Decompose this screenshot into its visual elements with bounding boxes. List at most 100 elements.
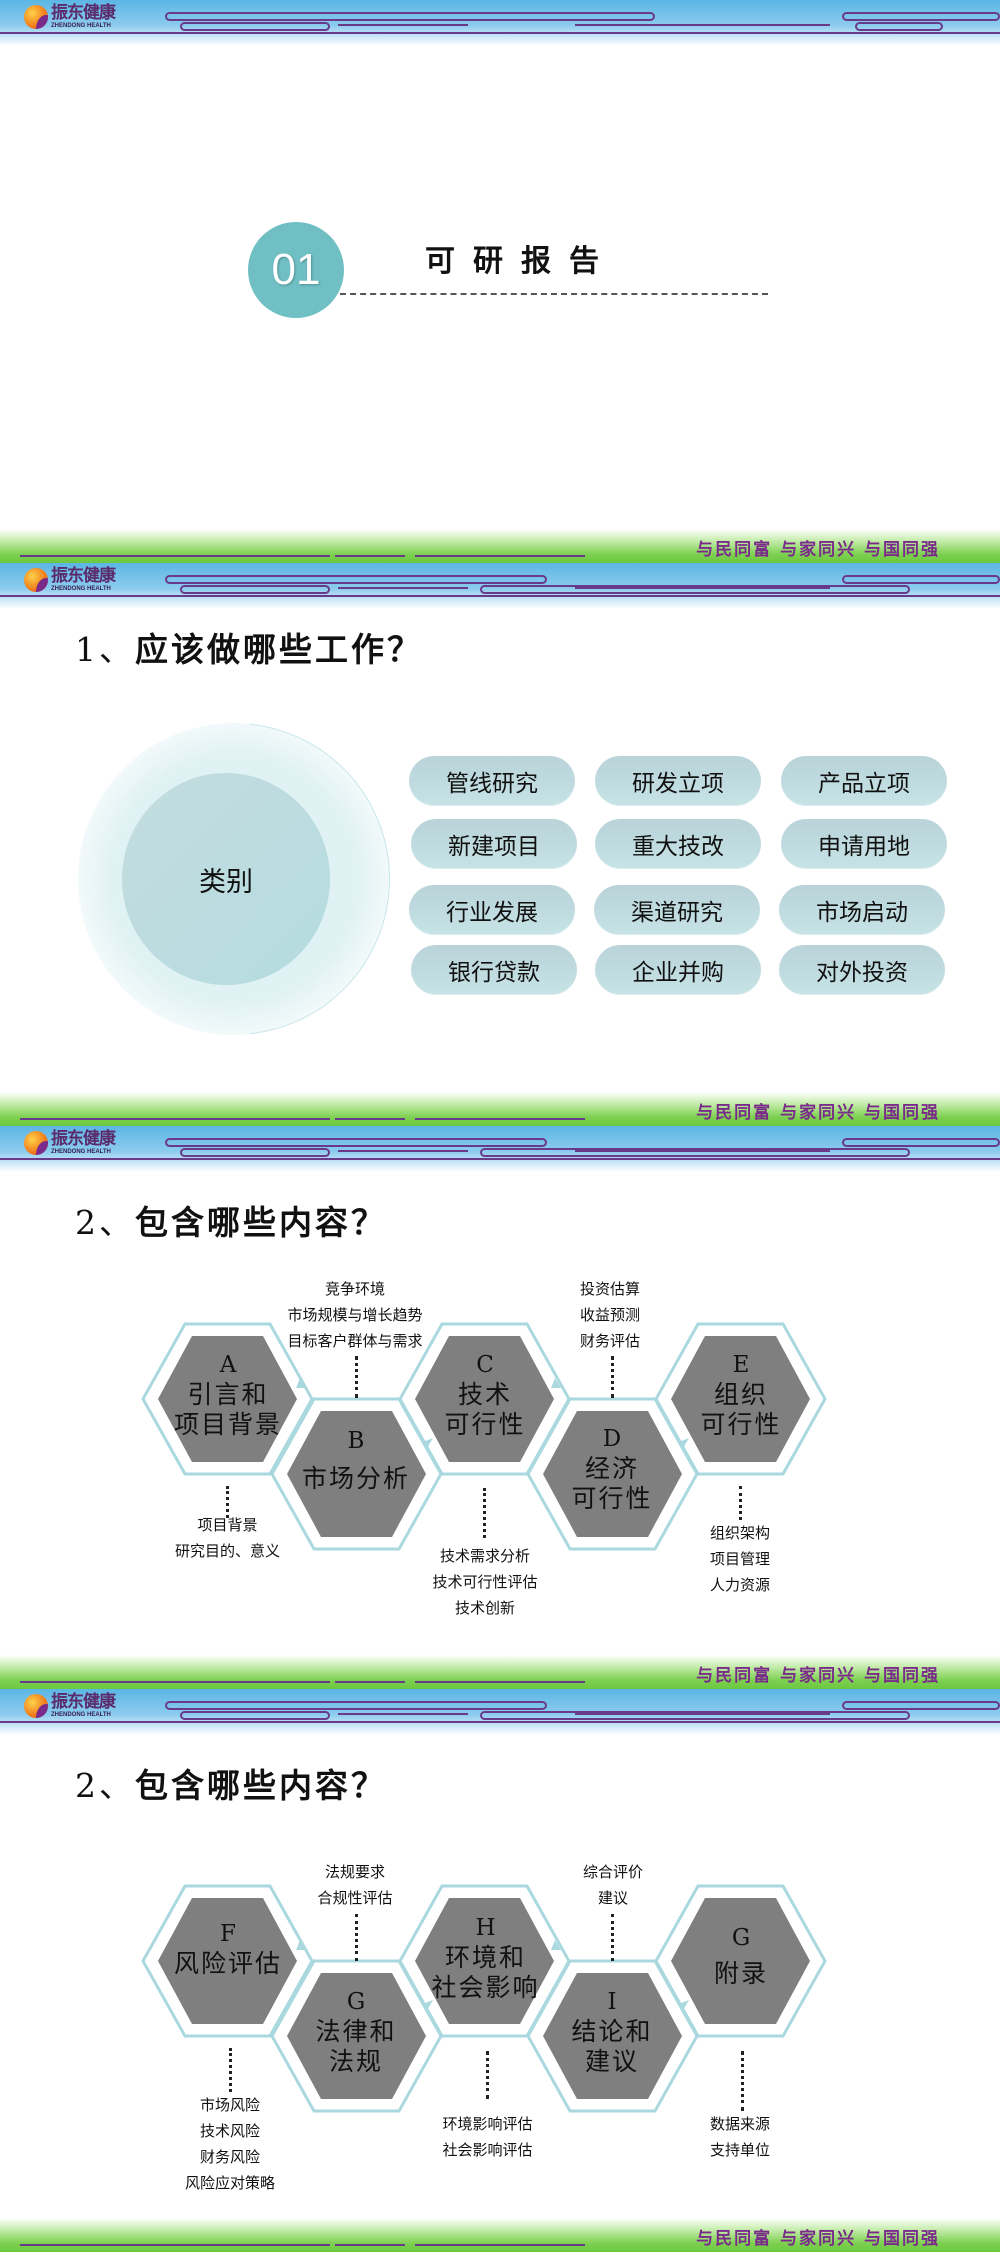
footer-deco-line [335, 2244, 405, 2246]
hex-label-e: E 组织 可行性 [681, 1352, 801, 1440]
logo-mark-icon [24, 5, 48, 29]
header-band: 振东健康 ZHENDONG HEALTH [0, 563, 1000, 609]
footer-deco-line [415, 2244, 585, 2246]
slide-title-number: 2、 [75, 1203, 135, 1242]
note-line: 收益预测 [579, 1306, 640, 1324]
hex-fill-a [158, 1336, 297, 1462]
note-line: 市场风险 [199, 2096, 260, 2114]
hex-fill-c [415, 1336, 554, 1462]
note-line: 风险应对策略 [184, 2174, 275, 2192]
note-h: 环境影响评估 社会影响评估 [425, 2111, 550, 2163]
header-deco-pill [165, 1138, 547, 1147]
category-tag: 行业发展 [409, 885, 575, 935]
footer-deco-line [335, 1681, 405, 1683]
footer-deco-line [20, 1681, 330, 1683]
slide-title: 1、应该做哪些工作？ [75, 623, 423, 671]
note-line: 数据来源 [709, 2115, 770, 2133]
hex-letter: G [346, 1989, 366, 2015]
hex-text: 风险评估 [173, 1948, 282, 1978]
note-appendix: 数据来源 支持单位 [700, 2111, 780, 2163]
category-tag: 企业并购 [595, 945, 761, 995]
hex-fill-d [543, 1411, 682, 1537]
note-line: 建议 [597, 1889, 628, 1907]
note-line: 研究目的、意义 [174, 1542, 280, 1560]
header-deco-line [0, 1721, 1000, 1723]
hex-text: 附录 [713, 1958, 768, 1988]
arrow-icon [423, 2000, 433, 2010]
note-i: 综合评价 建议 [563, 1859, 663, 1911]
hex-label-a: A 引言和 项目背景 [168, 1352, 288, 1440]
arrow-icon [551, 1378, 561, 1388]
footer-deco-line [20, 1118, 330, 1120]
header-deco-pill [842, 575, 1000, 584]
hex-label-f: F 风险评估 [168, 1921, 288, 1979]
footer-slogan: 与民同富 与家同兴 与国同强 [696, 1666, 940, 1686]
note-c: 技术需求分析 技术可行性评估 技术创新 [410, 1543, 560, 1621]
note-e: 组织架构 项目管理 人力资源 [700, 1520, 780, 1598]
note-line: 财务风险 [199, 2148, 260, 2166]
header-deco-pill [842, 1138, 1000, 1147]
hex-text: 环境和 [444, 1942, 526, 1972]
hex-fill-h [415, 1898, 554, 2024]
hex-text: 技术 [457, 1379, 512, 1409]
brand-logo: 振东健康 ZHENDONG HEALTH [24, 1129, 116, 1157]
hex-text: 可行性 [700, 1409, 782, 1439]
hex-text: 社会影响 [431, 1972, 540, 2002]
hex-label-i: I 结论和 建议 [552, 1989, 672, 2077]
slide-title-text: 应该做哪些工作？ [135, 630, 423, 669]
header-deco-line [575, 24, 830, 26]
header-deco-line [575, 1150, 830, 1152]
hex-label-h: H 环境和 社会影响 [418, 1915, 553, 2003]
header-deco-pill [180, 585, 330, 594]
logo-english-name: ZHENDONG HEALTH [51, 1712, 111, 1718]
footer-deco-line [20, 2244, 330, 2246]
header-deco-pill [855, 22, 943, 31]
category-tag: 银行贷款 [411, 945, 577, 995]
dotted-connector [229, 2048, 232, 2092]
arrow-icon [679, 1438, 689, 1448]
section-title: 可研报告 [425, 244, 617, 279]
logo-mark-icon [24, 1694, 48, 1718]
hex-letter: B [347, 1428, 365, 1454]
arrow-icon [296, 1378, 306, 1388]
hex-label-c: C 技术 可行性 [425, 1352, 545, 1440]
hex-process-diagram [141, 1322, 827, 1551]
logo-mark-icon [24, 1131, 48, 1155]
note-line: 技术风险 [199, 2122, 260, 2140]
arrow-icon [423, 1438, 433, 1448]
note-line: 法规要求 [324, 1863, 385, 1881]
header-deco-line [0, 595, 1000, 597]
header-deco-pill [480, 1148, 910, 1157]
hex-label-appendix: G 附录 [681, 1925, 801, 1989]
footer-deco-line [335, 555, 405, 557]
category-circle: 类别 [122, 773, 330, 985]
header-deco-pill [480, 585, 910, 594]
note-line: 社会影响评估 [442, 2141, 533, 2159]
logo-chinese-name: 振东健康 [51, 566, 116, 586]
hex-text: 结论和 [571, 2016, 653, 2046]
dotted-connector [483, 1488, 486, 1538]
section-dashed-rule [340, 293, 768, 295]
arrow-icon [551, 1940, 561, 1950]
logo-english-name: ZHENDONG HEALTH [51, 23, 111, 29]
header-band: 振东健康 ZHENDONG HEALTH [0, 1126, 1000, 1172]
category-tag: 新建项目 [411, 819, 577, 869]
category-tag: 研发立项 [595, 756, 761, 806]
note-line: 合规性评估 [317, 1889, 393, 1907]
hex-fill-e [671, 1336, 810, 1462]
footer-deco-line [415, 1118, 585, 1120]
slide-title-text: 包含哪些内容？ [135, 1203, 387, 1242]
note-line: 组织架构 [709, 1524, 770, 1542]
category-tag: 渠道研究 [594, 885, 760, 935]
section-number-badge: 01 [248, 222, 344, 318]
footer-band: 与民同富 与家同兴 与国同强 [0, 529, 1000, 563]
brand-logo: 振东健康 ZHENDONG HEALTH [24, 1692, 116, 1720]
hex-text: 组织 [713, 1379, 768, 1409]
footer-band: 与民同富 与家同兴 与国同强 [0, 1092, 1000, 1126]
hex-text: 可行性 [444, 1409, 526, 1439]
header-deco-line [338, 1713, 468, 1715]
header-band: 振东健康 ZHENDONG HEALTH [0, 1689, 1000, 1735]
footer-slogan: 与民同富 与家同兴 与国同强 [696, 540, 940, 560]
note-line: 市场规模与增长趋势 [287, 1306, 423, 1324]
logo-english-name: ZHENDONG HEALTH [51, 586, 111, 592]
